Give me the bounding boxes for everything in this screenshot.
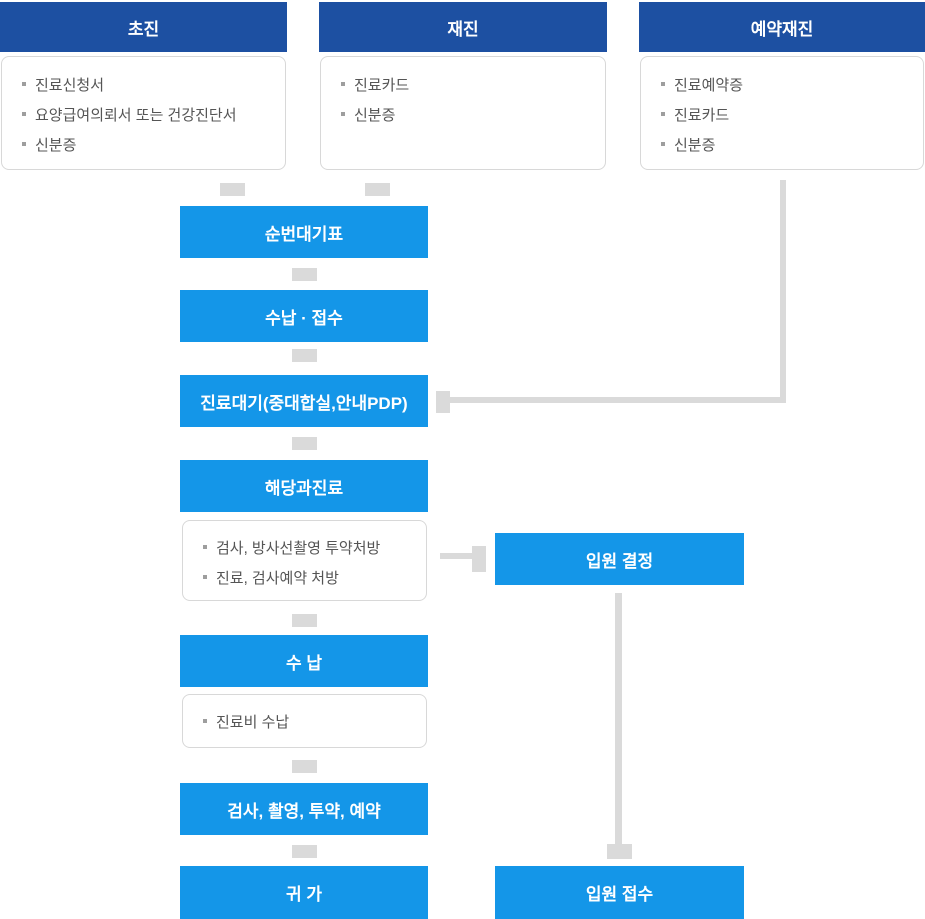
bullet-icon — [203, 719, 207, 723]
connector-first-visit-down — [220, 183, 245, 196]
step-department-treatment: 해당과진료 — [180, 460, 428, 512]
connector-notes-to-payment2 — [292, 614, 317, 627]
connector-admission-vertical-line — [615, 593, 622, 844]
connector-revisit-down — [365, 183, 390, 196]
bullet-icon — [341, 82, 345, 86]
connector-payment-to-waiting — [292, 349, 317, 362]
connector-reserved-endcap — [436, 391, 450, 413]
connector-admission-horizontal-line — [440, 553, 472, 559]
column-header-first-visit: 초진 — [0, 2, 287, 52]
note-item: 진료비 수납 — [203, 706, 420, 736]
bullet-icon — [22, 142, 26, 146]
bullet-icon — [203, 545, 207, 549]
doc-item-label: 요양급여의뢰서 또는 건강진단서 — [35, 106, 237, 124]
step-tests-imaging-medication-reservation: 검사, 촬영, 투약, 예약 — [180, 783, 428, 835]
doc-box-first-visit: 진료신청서 요양급여의뢰서 또는 건강진단서 신분증 — [1, 56, 286, 170]
doc-item: 진료카드 — [661, 99, 913, 129]
connector-tests-to-home — [292, 845, 317, 858]
bullet-icon — [661, 112, 665, 116]
note-item: 진료, 검사예약 처방 — [203, 562, 420, 592]
doc-item: 진료예약증 — [661, 69, 913, 99]
doc-item: 진료카드 — [341, 69, 595, 99]
note-item-label: 진료비 수납 — [216, 713, 290, 731]
doc-item-label: 신분증 — [674, 136, 716, 154]
note-item: 검사, 방사선촬영 투약처방 — [203, 532, 420, 562]
admission-reception-box: 입원 접수 — [495, 866, 744, 919]
step-payment: 수 납 — [180, 635, 428, 687]
doc-box-reserved-revisit: 진료예약증 진료카드 신분증 — [640, 56, 924, 170]
connector-fee-to-tests — [292, 760, 317, 773]
connector-admission-endcap — [472, 546, 486, 572]
connector-waiting-to-treatment — [292, 437, 317, 450]
bullet-icon — [661, 82, 665, 86]
doc-item: 요양급여의뢰서 또는 건강진단서 — [22, 99, 275, 129]
doc-item-label: 신분증 — [354, 106, 396, 124]
connector-queue-to-payment — [292, 268, 317, 281]
note-item-label: 진료, 검사예약 처방 — [216, 569, 339, 587]
step-go-home: 귀 가 — [180, 866, 428, 919]
connector-reserved-horizontal-line — [450, 397, 786, 403]
bullet-icon — [341, 112, 345, 116]
step-queue-ticket: 순번대기표 — [180, 206, 428, 258]
note-box-payment: 진료비 수납 — [182, 694, 427, 748]
connector-reserved-vertical-line — [780, 180, 786, 403]
step-treatment-waiting: 진료대기(중대합실,안내PDP) — [180, 375, 428, 427]
bullet-icon — [661, 142, 665, 146]
doc-item: 신분증 — [22, 129, 275, 159]
bullet-icon — [203, 575, 207, 579]
column-header-reserved-revisit: 예약재진 — [639, 2, 925, 52]
note-item-label: 검사, 방사선촬영 투약처방 — [216, 539, 381, 557]
doc-box-revisit: 진료카드 신분증 — [320, 56, 606, 170]
connector-admission-bottom-endcap — [607, 844, 632, 859]
doc-item-label: 진료신청서 — [35, 76, 105, 94]
doc-item-label: 진료카드 — [674, 106, 730, 124]
step-payment-reception: 수납 · 접수 — [180, 290, 428, 342]
note-box-treatment: 검사, 방사선촬영 투약처방 진료, 검사예약 처방 — [182, 520, 427, 601]
admission-decision-box: 입원 결정 — [495, 533, 744, 585]
doc-item: 신분증 — [341, 99, 595, 129]
doc-item: 신분증 — [661, 129, 913, 159]
doc-item-label: 신분증 — [35, 136, 77, 154]
doc-item-label: 진료예약증 — [674, 76, 744, 94]
doc-item: 진료신청서 — [22, 69, 275, 99]
column-header-revisit: 재진 — [319, 2, 607, 52]
doc-item-label: 진료카드 — [354, 76, 410, 94]
bullet-icon — [22, 112, 26, 116]
bullet-icon — [22, 82, 26, 86]
